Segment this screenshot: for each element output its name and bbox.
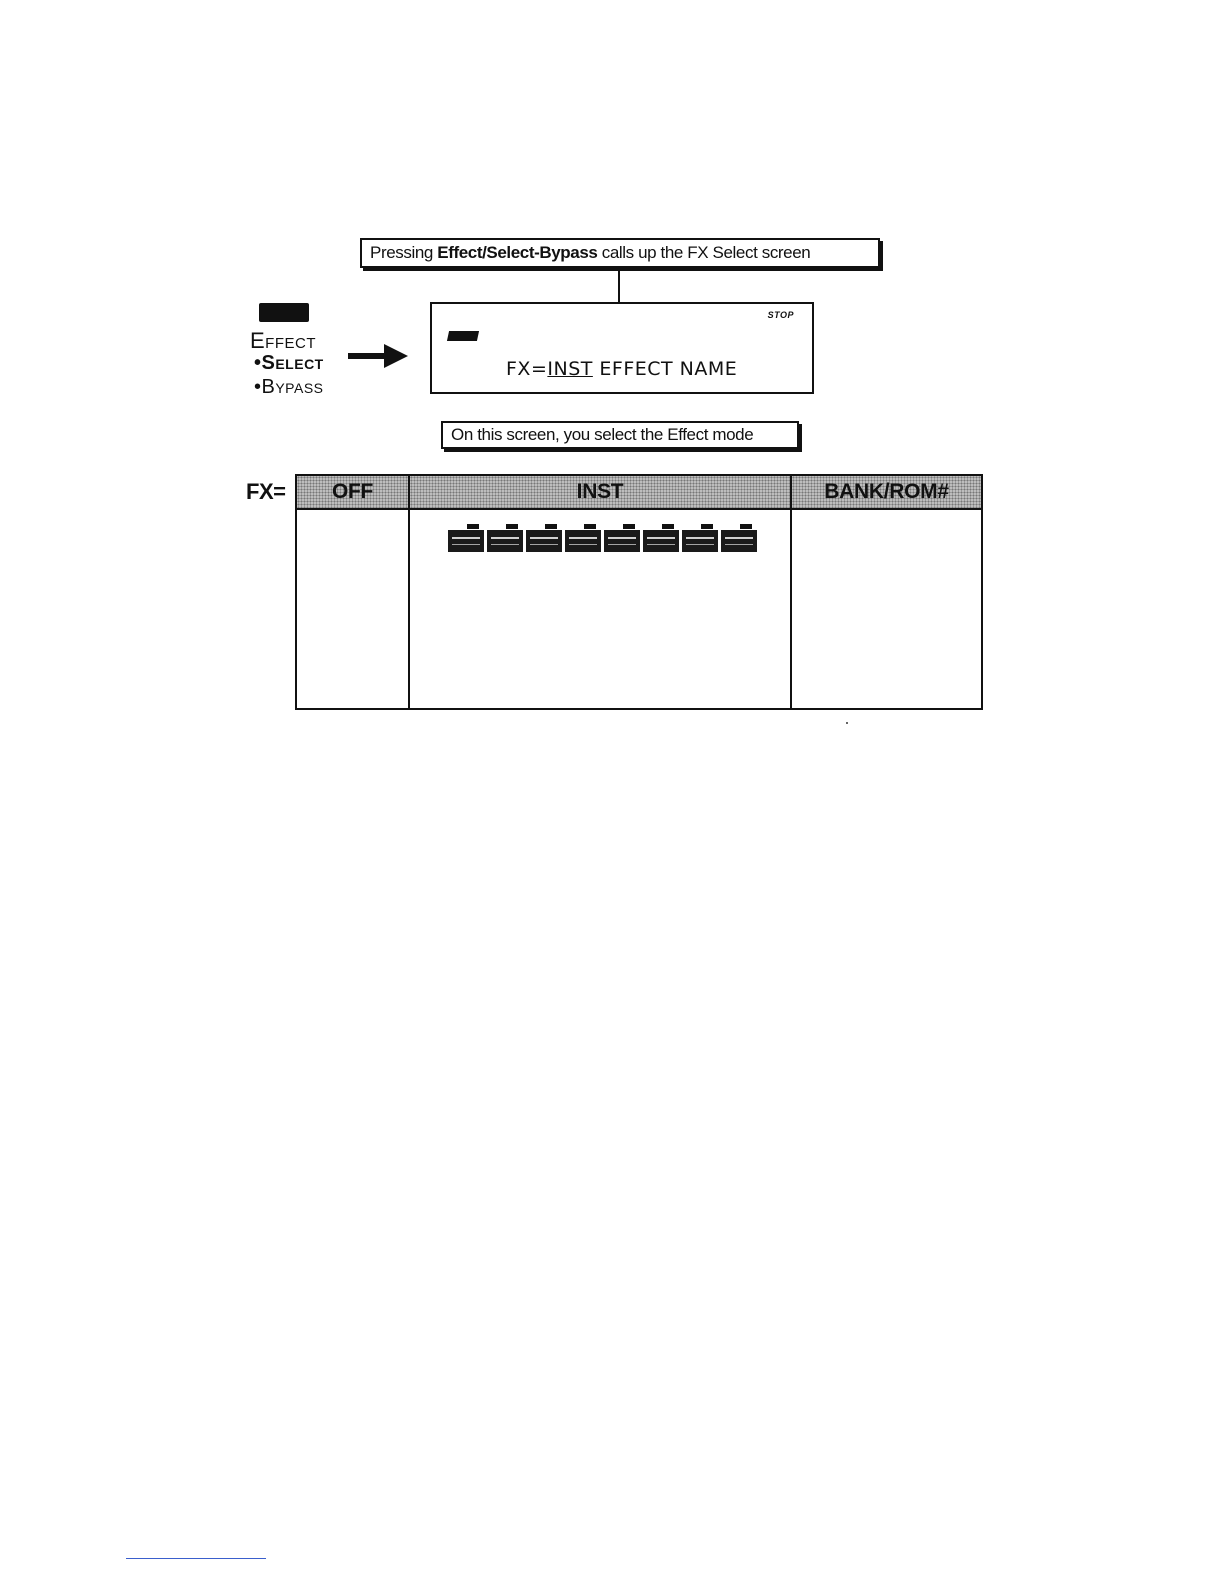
- unit-tab: [506, 524, 518, 529]
- callout-suffix: calls up the FX Select screen: [597, 243, 810, 262]
- footnote-rule: [126, 1558, 266, 1559]
- top-callout: Pressing Effect/Select-Bypass calls up t…: [360, 238, 880, 268]
- column-header-bank-rom: BANK/ROM#: [792, 476, 981, 510]
- right-arrow-icon: [384, 344, 408, 368]
- unit-tab: [662, 524, 674, 529]
- unit-tab: [701, 524, 713, 529]
- column-divider: [790, 476, 792, 708]
- effect-unit: [526, 530, 562, 552]
- lcd-fx-line: FX=INST EFFECT NAME: [506, 358, 737, 380]
- effect-button[interactable]: [259, 303, 309, 322]
- callout-prefix: Pressing: [370, 243, 437, 262]
- effect-unit: [682, 530, 718, 552]
- effect-unit: [487, 530, 523, 552]
- right-arrow-line: [348, 353, 388, 359]
- effect-unit: [643, 530, 679, 552]
- fx-mode-table: OFF INST BANK/ROM#: [295, 474, 983, 710]
- unit-tab: [740, 524, 752, 529]
- mode-indicator-icon: [447, 331, 479, 341]
- lcd-status: STOP: [768, 310, 794, 320]
- unit-tab: [467, 524, 479, 529]
- lcd-fx-prefix: FX=: [506, 358, 547, 380]
- fx-table-label: FX=: [246, 479, 285, 505]
- button-label-select: •Select: [254, 352, 324, 375]
- column-divider: [408, 476, 410, 708]
- button-label-bypass: •Bypass: [254, 376, 324, 399]
- effect-unit: [721, 530, 757, 552]
- unit-tab: [584, 524, 596, 529]
- button-label-effect: Effect: [250, 328, 316, 354]
- effect-unit: [448, 530, 484, 552]
- effect-unit: [565, 530, 601, 552]
- unit-tab: [545, 524, 557, 529]
- column-header-off: OFF: [297, 476, 408, 510]
- lcd-fx-value: INST: [547, 358, 592, 380]
- column-header-inst: INST: [410, 476, 790, 510]
- unit-tab: [623, 524, 635, 529]
- lcd-fx-suffix: EFFECT NAME: [593, 358, 737, 380]
- lcd-screen: STOP FX=INST EFFECT NAME: [430, 302, 814, 394]
- effect-units-icon: [448, 524, 758, 552]
- scan-speck: [846, 722, 848, 724]
- effect-unit: [604, 530, 640, 552]
- callout-bold: Effect/Select-Bypass: [437, 243, 597, 262]
- bottom-callout: On this screen, you select the Effect mo…: [441, 421, 799, 449]
